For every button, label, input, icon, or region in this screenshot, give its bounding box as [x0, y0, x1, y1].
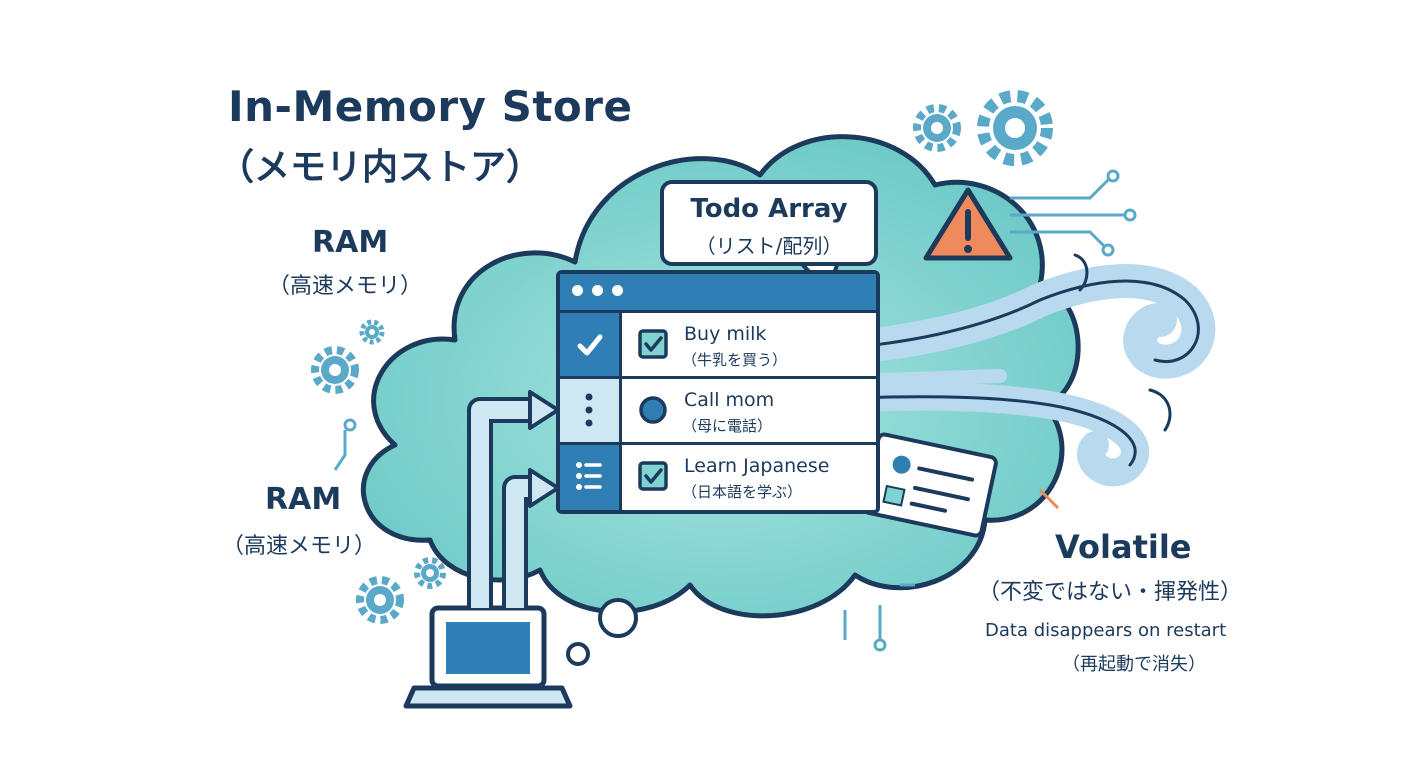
page-subtitle: （メモリ内ストア） [218, 147, 543, 188]
laptop-icon [403, 605, 573, 709]
gear-icon [311, 346, 359, 394]
row-side-panel [560, 313, 622, 376]
accent-line [1038, 488, 1060, 510]
volatile-sublabel: （不変ではない・揮発性） [978, 580, 1243, 605]
bubble-small [566, 642, 590, 666]
todo-sublabel: （牛乳を買う） [682, 351, 788, 369]
checkmark-icon [577, 334, 603, 356]
arrow-icon [467, 390, 560, 608]
gear-icon [359, 319, 385, 345]
row-side-panel [560, 379, 622, 442]
gear-icon [414, 557, 446, 589]
ram-label: RAM [312, 225, 389, 260]
callout-subtitle: （リスト/配列） [695, 234, 843, 258]
list-item[interactable]: Buy milk （牛乳を買う） [560, 313, 876, 379]
restart-note: Data disappears on restart [985, 620, 1227, 641]
row-side-panel [560, 445, 622, 510]
ram-label: RAM [265, 482, 342, 517]
page-title: In-Memory Store [228, 82, 633, 131]
bubble-large [598, 598, 638, 638]
warning-icon [923, 187, 1013, 261]
gear-icon [913, 104, 961, 152]
ram-sublabel: （高速メモリ） [268, 274, 423, 299]
list-item[interactable]: Call mom （母に電話） [560, 379, 876, 445]
todo-label: Buy milk [684, 323, 767, 345]
checked-checkbox-icon[interactable] [638, 329, 668, 359]
vertical-dots-icon [585, 393, 593, 427]
wind-icon [803, 253, 1216, 487]
callout-title: Todo Array [690, 194, 848, 224]
todo-array-callout: Todo Array （リスト/配列） [660, 180, 878, 266]
todo-label: Call mom [684, 389, 775, 411]
todo-sublabel: （日本語を学ぶ） [682, 483, 803, 501]
window-dot-icon[interactable] [592, 285, 603, 296]
window-title-bar [560, 274, 876, 313]
checked-checkbox-icon[interactable] [638, 461, 668, 491]
window-dot-icon[interactable] [572, 285, 583, 296]
circuit-lines [333, 169, 1137, 652]
pending-circle-icon[interactable] [638, 395, 668, 425]
ram-sublabel: （高速メモリ） [222, 534, 377, 559]
gear-icon [356, 576, 404, 624]
todo-sublabel: （母に電話） [682, 417, 773, 435]
volatile-label: Volatile [1055, 528, 1192, 566]
window-dot-icon[interactable] [612, 285, 623, 296]
todo-list: Buy milk （牛乳を買う） Call mom （母に電話） [560, 313, 876, 510]
gear-icon [977, 90, 1053, 166]
restart-note-sub: （再起動で消失） [1062, 654, 1206, 675]
todo-window: Buy milk （牛乳を買う） Call mom （母に電話） [556, 270, 880, 514]
list-item[interactable]: Learn Japanese （日本語を学ぶ） [560, 445, 876, 510]
list-icon [576, 462, 602, 490]
todo-label: Learn Japanese [684, 455, 830, 477]
